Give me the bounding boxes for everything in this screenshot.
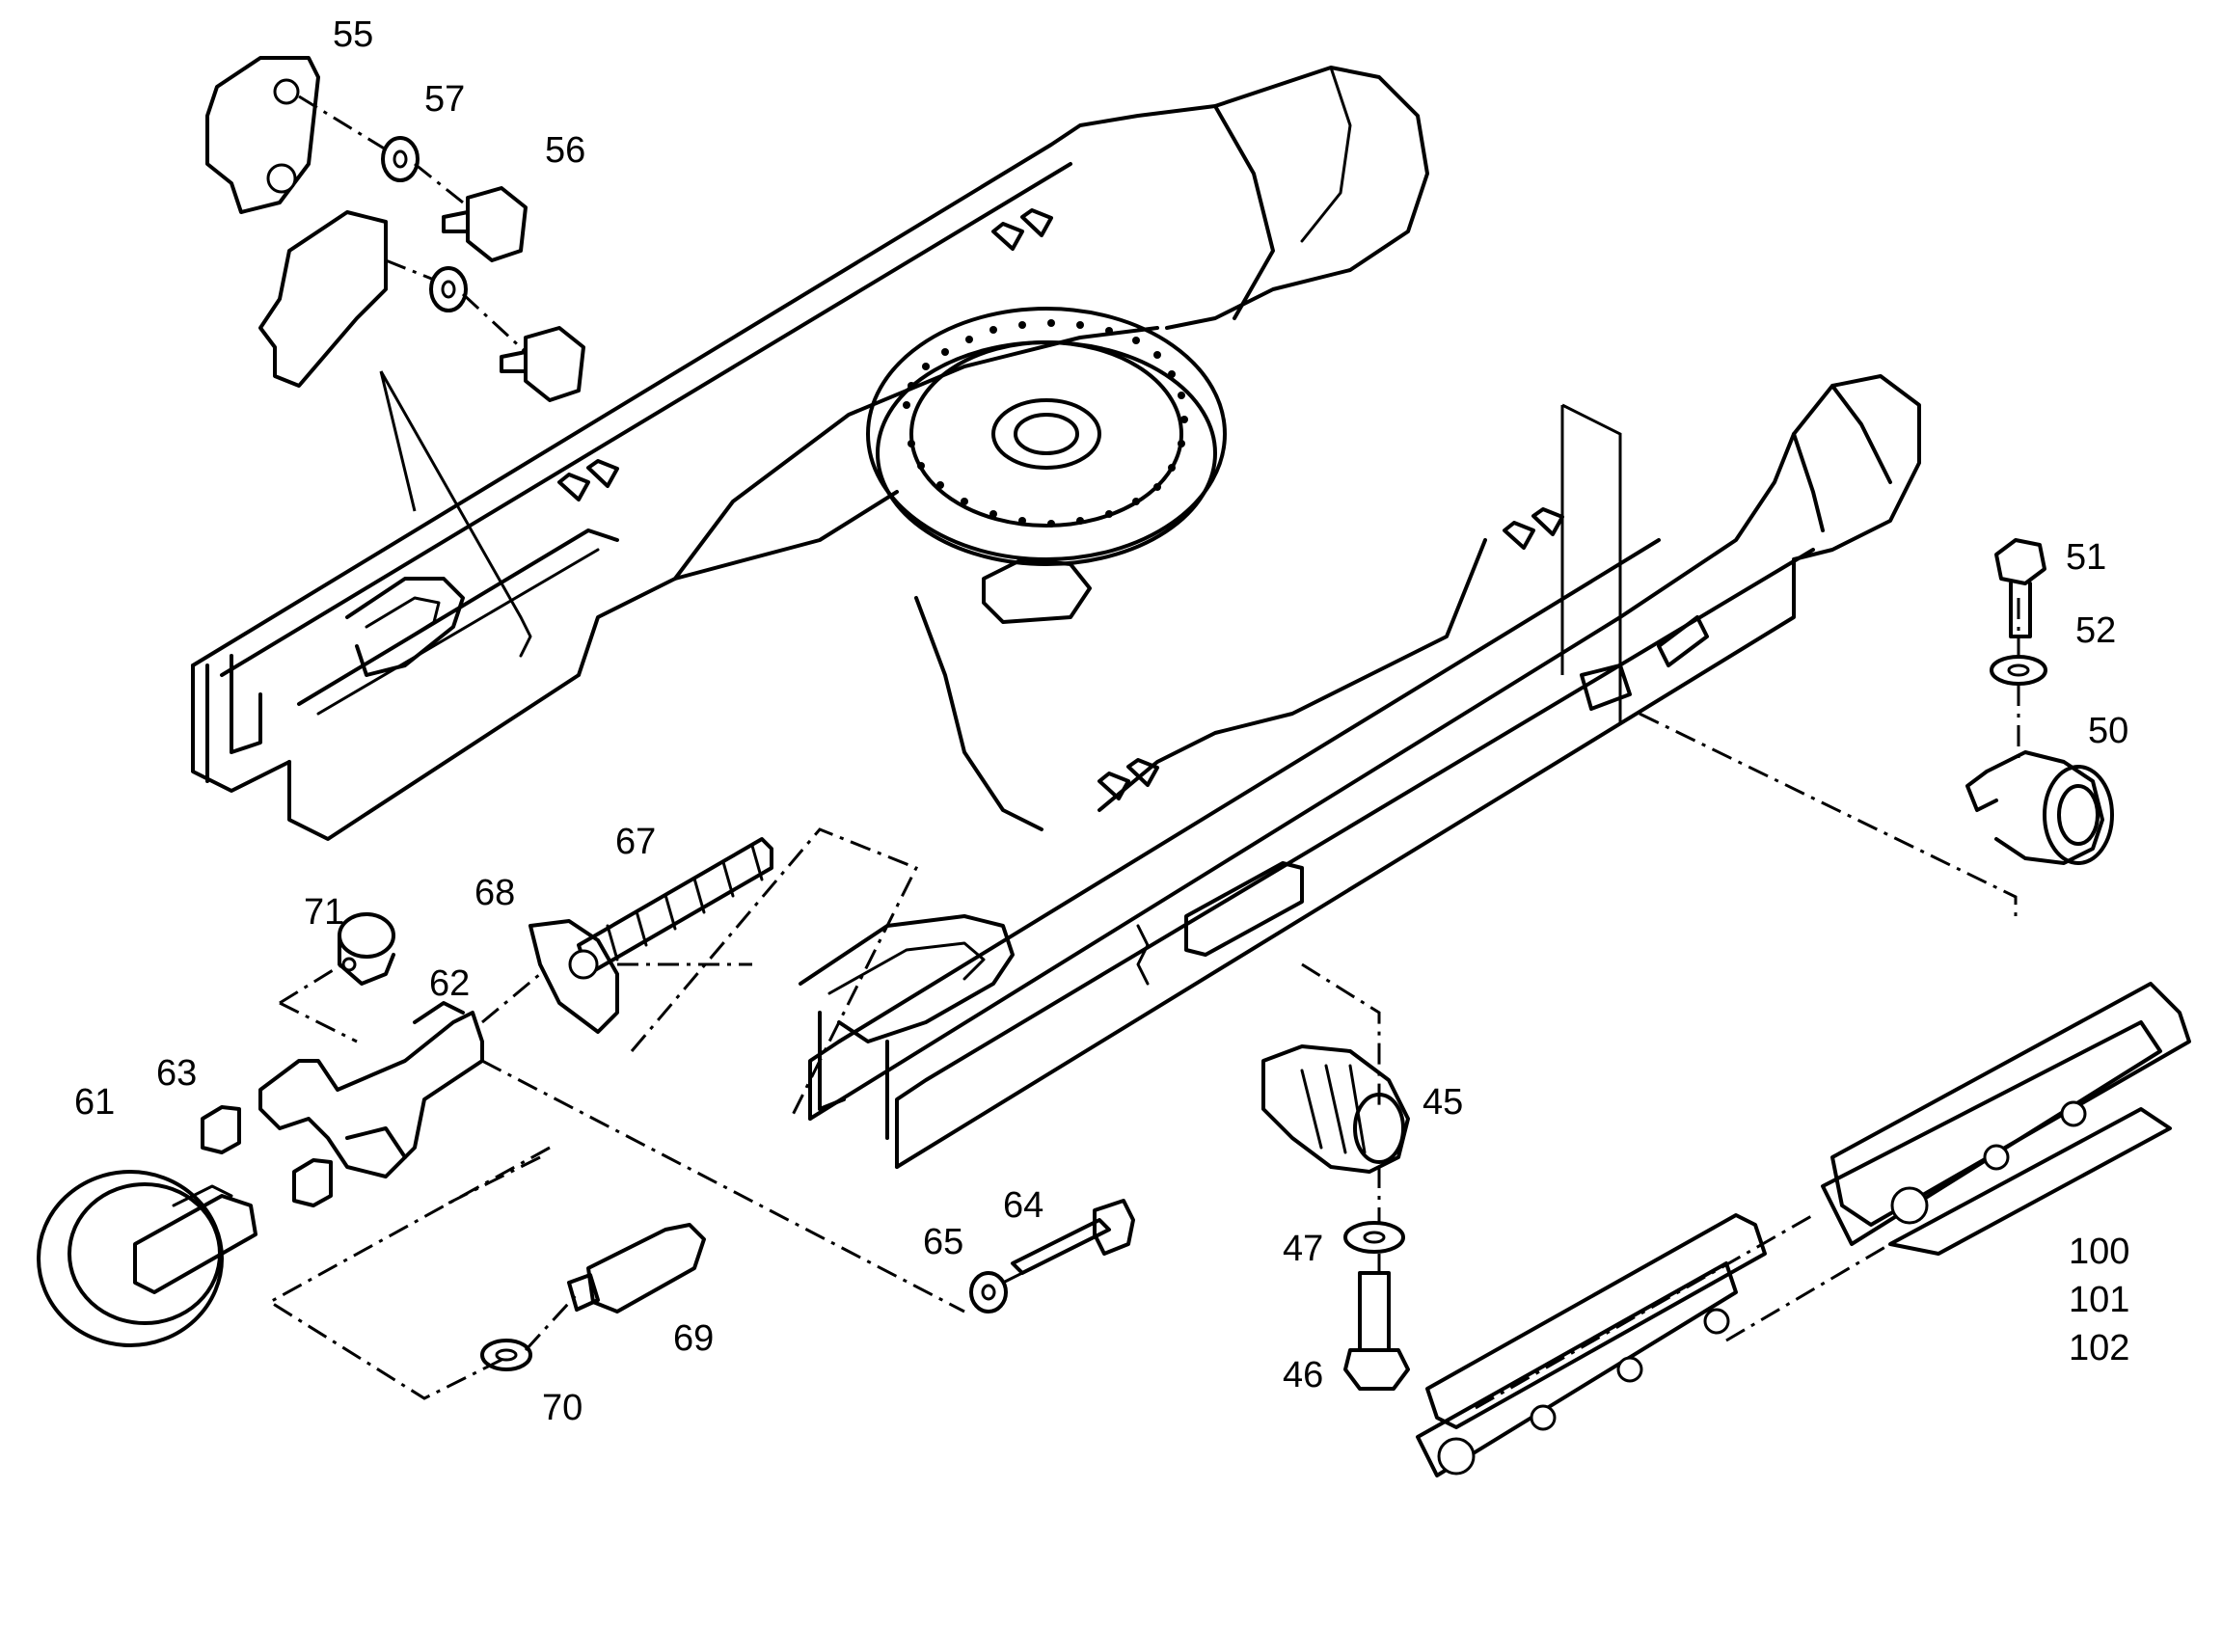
callout-68[interactable]: 68 [474, 873, 515, 913]
callout-69[interactable]: 69 [673, 1318, 714, 1359]
callout-101[interactable]: 101 [2069, 1280, 2129, 1320]
callout-65[interactable]: 65 [923, 1222, 963, 1262]
callout-64[interactable]: 64 [1003, 1185, 1043, 1226]
callout-71[interactable]: 71 [304, 892, 344, 933]
callout-57[interactable]: 57 [424, 79, 465, 120]
callouts: 55 57 56 51 52 50 67 68 71 62 63 61 45 6… [74, 14, 2129, 1428]
callout-51[interactable]: 51 [2066, 537, 2106, 578]
callout-50[interactable]: 50 [2088, 711, 2128, 751]
idler-yoke-62[interactable] [258, 1001, 484, 1178]
bolt-51[interactable] [1994, 538, 2046, 638]
callout-100[interactable]: 100 [2069, 1232, 2129, 1272]
callout-47[interactable]: 47 [1283, 1229, 1323, 1269]
washer-57[interactable] [381, 136, 468, 312]
callout-67[interactable]: 67 [615, 822, 656, 862]
cover-plate-55[interactable] [205, 56, 320, 214]
bolt-circle-dots [903, 319, 1188, 528]
yoke-68[interactable] [528, 919, 619, 1034]
gasket[interactable] [258, 210, 388, 388]
callout-62[interactable]: 62 [429, 963, 470, 1004]
bolt-46[interactable] [1343, 1271, 1410, 1391]
washer-47[interactable] [1343, 1221, 1405, 1254]
grease-valve-69[interactable] [567, 1223, 706, 1313]
washer-52[interactable] [1990, 655, 2047, 686]
grease-fitting-71[interactable] [338, 912, 395, 986]
leader-lines [267, 95, 2020, 1410]
idler-wheel-61[interactable] [37, 1170, 257, 1347]
undercarriage-frame [191, 66, 1921, 1169]
roller-50[interactable] [1965, 750, 2114, 865]
callout-45[interactable]: 45 [1423, 1082, 1463, 1123]
callout-70[interactable]: 70 [542, 1388, 583, 1428]
washer-70[interactable] [480, 1339, 532, 1371]
callout-102[interactable]: 102 [2069, 1328, 2129, 1368]
bolt-56[interactable] [442, 186, 585, 402]
callout-56[interactable]: 56 [545, 130, 585, 171]
bolt-64[interactable] [1011, 1199, 1135, 1275]
callout-52[interactable]: 52 [2075, 610, 2116, 651]
callout-63[interactable]: 63 [156, 1053, 197, 1094]
callout-55[interactable]: 55 [333, 14, 373, 55]
callout-61[interactable]: 61 [74, 1082, 115, 1123]
shim-block-63[interactable] [201, 1105, 333, 1207]
callout-46[interactable]: 46 [1283, 1355, 1323, 1395]
washer-65[interactable] [969, 1271, 1008, 1313]
track-roller-45[interactable] [1261, 1044, 1410, 1174]
track-chain-100-101-102[interactable] [1416, 982, 2191, 1477]
